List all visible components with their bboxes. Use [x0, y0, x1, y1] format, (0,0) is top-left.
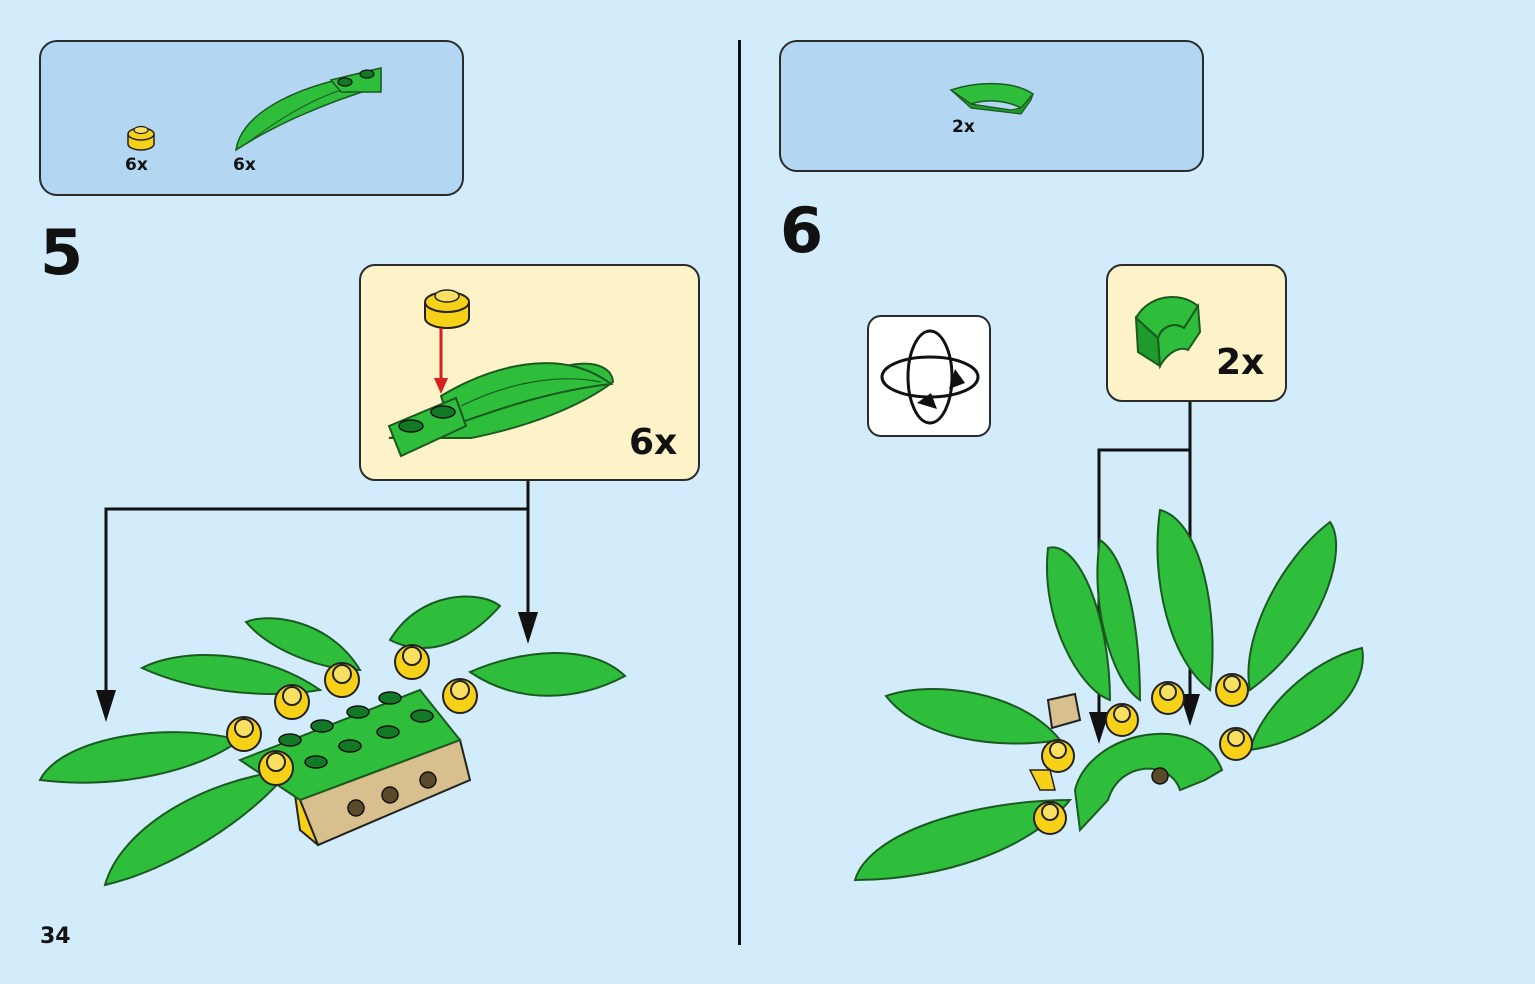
part-qty-curved-tile: 2x	[952, 117, 975, 137]
step6-subassembly-box: 2x	[1106, 264, 1287, 402]
step5-subassembly-art	[387, 289, 615, 458]
page-number: 34	[40, 924, 71, 949]
yellow-plate-icon	[424, 289, 470, 329]
step5-callout-arrows	[96, 481, 538, 722]
arch-tile-icon	[1028, 692, 1224, 833]
part-qty-green-leaf: 6x	[233, 155, 256, 175]
step5-subassembly-box: 6x	[359, 264, 700, 481]
page-divider	[738, 40, 741, 945]
tan-brick-icon	[289, 738, 472, 847]
rotate-model-box	[867, 315, 991, 437]
yellow-studs-icon	[1033, 673, 1253, 835]
leaf-cluster-icon	[38, 595, 627, 887]
part-qty-yellow-plate: 6x	[125, 155, 148, 175]
curved-tile-large-icon	[1134, 295, 1202, 370]
step5-model	[38, 595, 627, 887]
step6-parts-art	[949, 82, 1035, 115]
step6-subassembly-art	[1134, 295, 1202, 370]
red-arrow-icon	[434, 328, 448, 394]
step5-subassembly-qty: 6x	[629, 422, 678, 463]
step5-parts-box: 6x 6x	[39, 40, 464, 196]
yellow-round-plate-icon	[127, 125, 155, 151]
rotate-model-icon	[880, 329, 980, 425]
green-leaf-icon	[235, 67, 382, 152]
leaf-element-icon	[387, 362, 615, 458]
step6-subassembly-qty: 2x	[1216, 342, 1265, 383]
step5-number: 5	[40, 216, 84, 289]
leaf-fan-icon	[853, 508, 1364, 882]
step6-number: 6	[780, 194, 824, 267]
step6-parts-box: 2x	[779, 40, 1204, 172]
yellow-studs-icon	[226, 644, 478, 786]
green-plate-icon	[237, 688, 462, 802]
green-curved-tile-icon	[949, 82, 1035, 115]
step5-parts-art	[127, 67, 382, 152]
